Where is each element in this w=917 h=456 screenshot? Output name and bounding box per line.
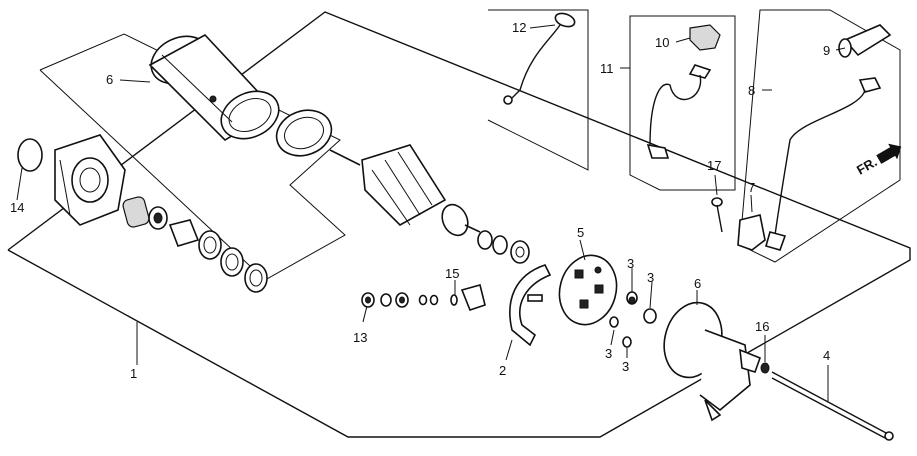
cable-10-11 bbox=[646, 24, 721, 159]
cable-box-10-11 bbox=[629, 15, 736, 191]
o-ring bbox=[17, 138, 43, 172]
armature-washers bbox=[477, 230, 530, 264]
part-number-labels: 1 2 3 3 3 3 4 5 6 6 7 8 9 10 11 12 13 14… bbox=[10, 20, 830, 381]
label-part-5: 5 bbox=[577, 225, 584, 240]
bearing-washers-left bbox=[122, 196, 268, 293]
label-part-8: 8 bbox=[748, 83, 755, 98]
nut-16 bbox=[760, 362, 770, 374]
through-bolt bbox=[771, 371, 894, 441]
label-part-14: 14 bbox=[10, 200, 24, 215]
cable-8-9 bbox=[765, 24, 892, 251]
direction-label: FR. bbox=[854, 154, 880, 177]
yoke-housing bbox=[148, 34, 280, 142]
screws-3 bbox=[609, 291, 657, 348]
label-part-17: 17 bbox=[707, 158, 721, 173]
armature bbox=[329, 144, 481, 237]
label-part-3b: 3 bbox=[647, 270, 654, 285]
label-part-3a: 3 bbox=[627, 256, 634, 271]
direction-arrow-icon bbox=[876, 143, 902, 164]
leader-lines bbox=[16, 24, 846, 402]
label-part-6a: 6 bbox=[106, 72, 113, 87]
label-part-13: 13 bbox=[353, 330, 367, 345]
label-part-1: 1 bbox=[130, 366, 137, 381]
label-part-7: 7 bbox=[748, 180, 755, 195]
label-part-15: 15 bbox=[445, 266, 459, 281]
cable-box-7-8-9 bbox=[739, 9, 901, 263]
label-part-9: 9 bbox=[823, 43, 830, 58]
label-part-3d: 3 bbox=[622, 359, 629, 374]
cable-box-12 bbox=[487, 9, 589, 171]
cable-12 bbox=[503, 12, 576, 105]
bolt-17 bbox=[711, 197, 723, 233]
brush-screw bbox=[527, 294, 543, 302]
brush-holder-plate bbox=[558, 254, 618, 326]
label-part-3c: 3 bbox=[605, 346, 612, 361]
small-clip-15 bbox=[450, 284, 486, 311]
small-washers-13 bbox=[361, 292, 439, 308]
label-part-12: 12 bbox=[512, 20, 526, 35]
label-part-10: 10 bbox=[655, 35, 669, 50]
label-part-6b: 6 bbox=[694, 276, 701, 291]
label-part-16: 16 bbox=[755, 319, 769, 334]
brush-ring bbox=[275, 109, 333, 157]
label-part-2: 2 bbox=[499, 363, 506, 378]
bracket-7 bbox=[737, 214, 766, 251]
brush-spring-clip bbox=[509, 264, 552, 347]
front-cover bbox=[54, 134, 126, 226]
rear-cover bbox=[663, 301, 762, 422]
label-part-4: 4 bbox=[823, 348, 830, 363]
front-direction-marker: FR. bbox=[854, 143, 902, 178]
label-part-11: 11 bbox=[600, 61, 614, 76]
assembly-outline bbox=[7, 11, 911, 438]
